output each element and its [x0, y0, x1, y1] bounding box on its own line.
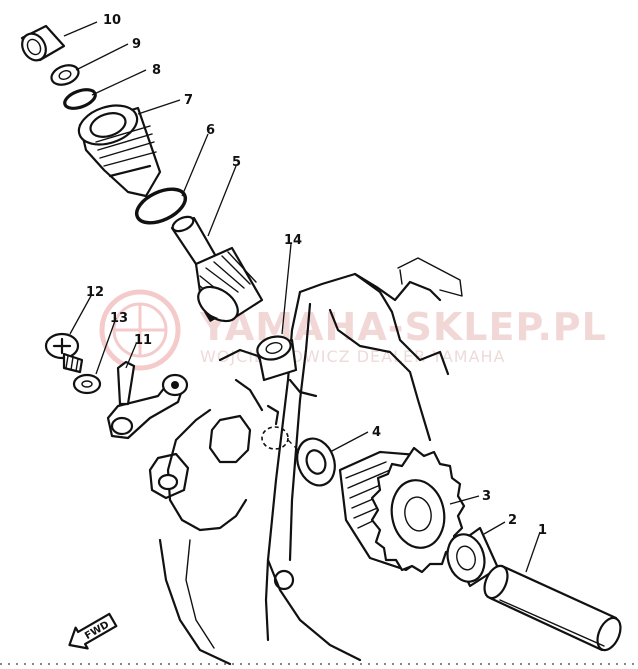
dowel-location-dashed	[261, 426, 289, 450]
part-10-cap	[20, 24, 66, 62]
part-3-drive-gear	[338, 446, 466, 574]
assembly-centre-line	[287, 439, 301, 453]
callout-labels: 10 9 8 7 6 5 14 12 13 11 4 3 2 1	[86, 13, 547, 538]
callout-2: 2	[508, 513, 517, 528]
callout-1: 1	[538, 523, 547, 538]
callout-13: 13	[110, 311, 128, 326]
callout-12: 12	[86, 285, 104, 300]
watermark-subtitle: WOJCIECHOWICZ DEALER YAMAHA	[200, 347, 506, 366]
callout-9: 9	[132, 37, 141, 52]
part-12-screw	[44, 332, 84, 374]
crankcase-outline	[158, 257, 463, 666]
part-1-shaft	[483, 564, 622, 652]
callout-10: 10	[103, 13, 121, 28]
part-6-o-ring	[135, 187, 187, 225]
callout-8: 8	[152, 63, 161, 78]
leader-lines	[63, 21, 541, 573]
part-5-driven-gear	[170, 215, 264, 323]
watermark: YAMAHA-SKLEP.PL WOJCIECHOWICZ DEALER YAM…	[99, 289, 606, 371]
watermark-logo-icon	[99, 289, 181, 371]
callout-5: 5	[232, 155, 241, 170]
callout-7: 7	[184, 93, 193, 108]
part-8-o-ring	[63, 88, 97, 110]
callout-3: 3	[482, 489, 491, 504]
part-9-washer	[50, 64, 80, 86]
part-11-stopper-plate	[106, 360, 189, 440]
callout-14: 14	[284, 233, 302, 248]
part-13-washer	[72, 373, 102, 395]
part-7-sleeve	[77, 104, 162, 198]
part-2-bushing	[446, 526, 500, 588]
callout-6: 6	[206, 123, 215, 138]
part-4-washer	[296, 437, 336, 487]
callout-4: 4	[372, 425, 381, 440]
part-14-bushing	[256, 335, 298, 382]
case-boss	[148, 452, 190, 500]
callout-11: 11	[134, 333, 152, 348]
fwd-arrow-icon: FWD	[68, 612, 118, 650]
